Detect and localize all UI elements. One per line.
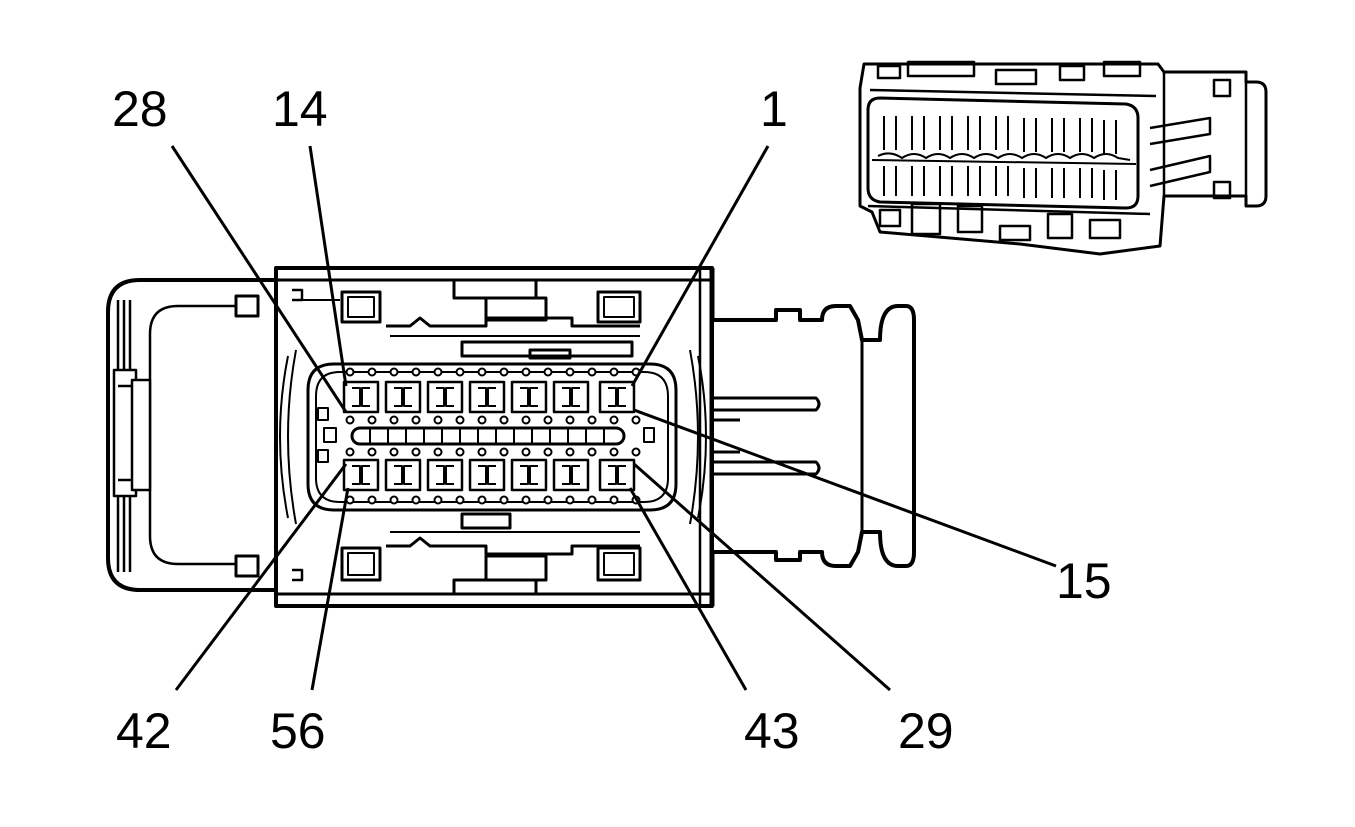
leader-line-14 [308,145,348,387]
pin-label-29: 29 [898,703,954,759]
latch-ribs [112,300,152,572]
pin-row-bottom [342,458,636,492]
latch-clip-top [234,294,260,318]
leader-line-42 [174,463,348,691]
leader-line-43 [628,487,748,691]
pin-cavity-outline [306,362,678,512]
pin-label-15: 15 [1056,553,1112,609]
pin-label-43: 43 [744,703,800,759]
connector-isometric-view [858,60,1268,256]
pin-label-42: 42 [116,703,172,759]
leader-line-29 [633,462,891,692]
iso-pin-grid [871,116,1137,200]
iso-outer-body [858,62,1268,256]
cable-exit-ribs [712,340,864,532]
pin-label-28: 28 [112,81,168,137]
leader-lines [170,145,1057,692]
iso-top-ribs [869,60,1157,98]
center-lock-strip [350,426,626,446]
housing-bottom-features [292,512,642,596]
center-lock-teeth [369,428,605,444]
iso-bottom-ribs [867,202,1151,242]
leader-line-1 [630,145,770,387]
pin-label-1: 1 [760,81,788,137]
leader-line-15 [633,408,1057,568]
latch-inner-frame [148,304,236,566]
connector-face-view [106,266,916,608]
pin-row-top [342,380,636,414]
iso-front-face [866,96,1140,210]
latch-bracket [106,278,276,592]
pin-labels: 28 14 1 15 42 56 43 29 [112,81,1112,759]
cable-exit-housing [710,304,916,568]
latch-clip-bottom [234,554,260,578]
leader-line-28 [170,145,348,413]
pin-label-56: 56 [270,703,326,759]
leader-line-56 [310,487,350,691]
pin-label-14: 14 [272,81,328,137]
probe-holes [345,367,641,505]
iso-side-ribs [1149,72,1248,200]
pin-cavity-inner [315,371,669,503]
